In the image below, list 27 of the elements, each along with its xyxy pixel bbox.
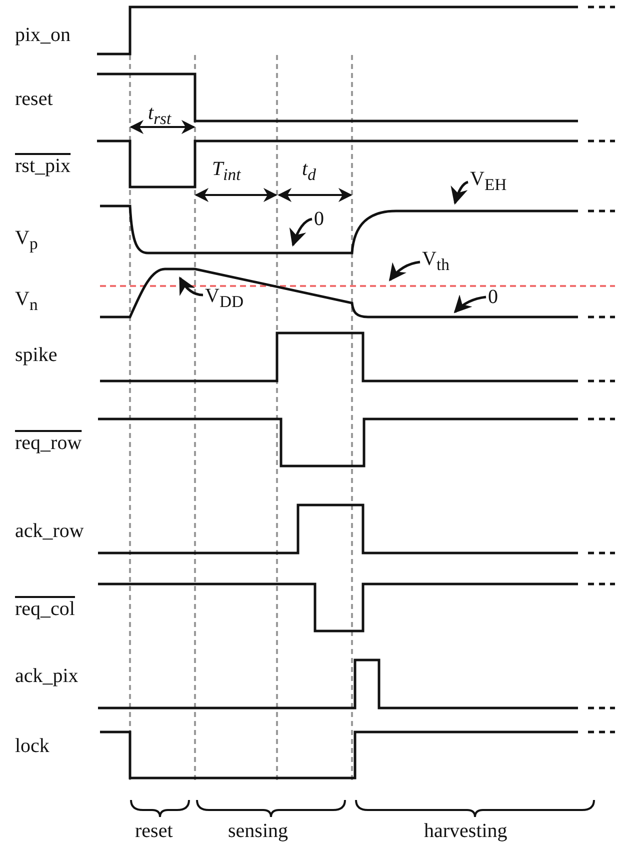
signal-name: pix_on — [15, 24, 71, 46]
duration-label: t$_{d}$ — [302, 158, 316, 186]
signal-name: req_col — [15, 598, 75, 620]
annotation-label: 0 — [488, 286, 498, 308]
phase-label: harvesting — [424, 820, 508, 842]
phase-label: sensing — [228, 820, 288, 842]
signal-name: ack_row — [15, 520, 84, 542]
leader-arrow — [388, 260, 420, 282]
leader-arrow — [290, 218, 312, 247]
leader-arrow — [178, 276, 204, 296]
signal-name: ack_pix — [15, 665, 78, 687]
signal-name: spike — [15, 344, 58, 366]
annotation-label: V$_{EH}$ — [470, 168, 507, 196]
annotation-label: V$_{th}$ — [422, 248, 450, 276]
duration-label: t$_{rst}$ — [148, 102, 172, 130]
signal-name: req_row — [15, 432, 82, 454]
leader-arrow — [450, 180, 468, 205]
signal-name: reset — [15, 88, 53, 110]
annotation-label: 0 — [314, 208, 324, 230]
leader-arrow — [454, 294, 486, 314]
signal-name: rst_pix — [15, 155, 71, 177]
phase-label: reset — [135, 820, 173, 842]
annotation-label: V$_{DD}$ — [205, 285, 244, 313]
signal-name: V$_{n}$ — [15, 288, 38, 316]
duration-label: T$_{int}$ — [212, 158, 241, 186]
signal-name: lock — [15, 735, 50, 757]
signal-name: V$_{p}$ — [15, 227, 38, 255]
